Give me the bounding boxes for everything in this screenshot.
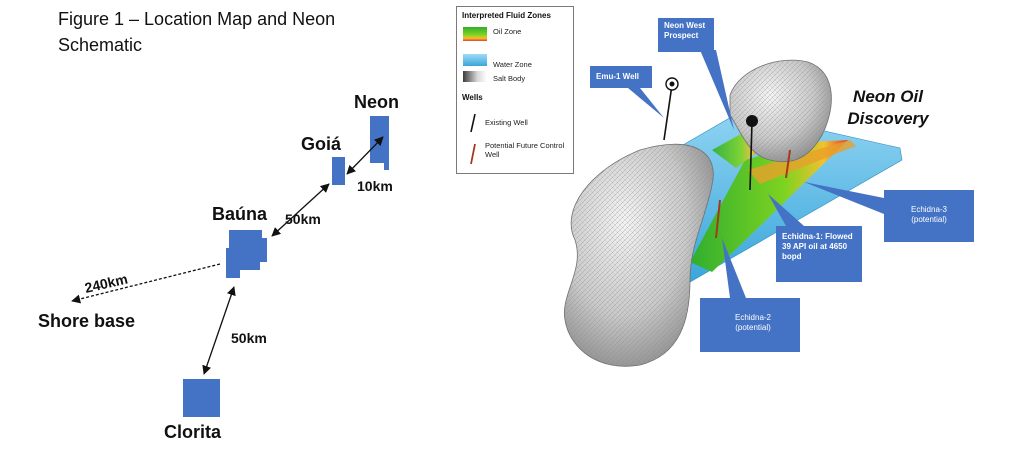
neon-block (370, 116, 389, 170)
emu-1-well-line (663, 84, 673, 141)
legend-oil-zone: Oil Zone (493, 27, 522, 36)
oil-zone-rim (748, 140, 856, 184)
bauna-block (226, 230, 267, 278)
legend-wells-title: Wells (462, 93, 483, 102)
neon-well-marker (746, 115, 758, 127)
distance-bauna-goia: 50km (285, 211, 321, 227)
echidna-1-pointer (768, 194, 804, 226)
future-well-icon (470, 143, 476, 165)
label-goia: Goiá (301, 134, 342, 154)
legend: Interpreted Fluid Zones Oil Zone Water Z… (456, 6, 574, 174)
neon-west-pointer (700, 50, 734, 130)
legend-salt-body: Salt Body (493, 74, 526, 83)
legend-future-well: Potential Future Control Well (485, 141, 565, 159)
clorita-block (183, 379, 220, 417)
goia-block (332, 157, 345, 185)
echidna-1-well-line (749, 121, 753, 191)
legend-existing-well: Existing Well (485, 118, 528, 127)
salt-body-main (563, 143, 714, 367)
distance-bauna-clorita: 50km (231, 330, 267, 346)
salt-body-swatch (463, 71, 487, 82)
location-map: Neon Goiá Baúna Clorita Shore base 10km … (38, 92, 399, 442)
callout-emu-1: Emu-1 Well (590, 66, 652, 88)
emu-1-well-marker (665, 77, 679, 91)
oil-zone-swatch (463, 27, 487, 41)
water-zone-swatch (463, 54, 487, 66)
salt-body-north (729, 59, 832, 163)
callout-echidna-1: Echidna-1: Flowed 39 API oil at 4650 bop… (776, 226, 862, 282)
echidna-2-pointer (722, 238, 746, 298)
arrow-bauna-goia (271, 183, 330, 237)
echidna-2-well-line (715, 199, 721, 239)
label-neon: Neon (354, 92, 399, 112)
legend-water-zone: Water Zone (493, 60, 532, 69)
figure-title: Figure 1 – Location Map and Neon Schemat… (58, 9, 336, 55)
label-shore-base: Shore base (38, 311, 135, 331)
arrow-bauna-shore (71, 263, 221, 304)
arrow-goia-neon (346, 136, 384, 175)
echidna-3-pointer (804, 182, 884, 214)
arrow-bauna-clorita (202, 286, 236, 375)
label-bauna: Baúna (212, 204, 268, 224)
distance-goia-neon: 10km (357, 178, 393, 194)
legend-fluid-title: Interpreted Fluid Zones (462, 11, 551, 20)
callout-echidna-3: Echidna-3 (potential) (884, 190, 974, 242)
echidna-3-well-line (785, 149, 791, 179)
emu-1-pointer (628, 88, 664, 118)
neon-oil-discovery-label: Neon Oil Discovery (847, 87, 929, 128)
callout-echidna-2: Echidna-2 (potential) (700, 298, 800, 352)
label-clorita: Clorita (164, 422, 222, 442)
west-oil-zone (712, 130, 760, 168)
callout-neon-west: Neon West Prospect (658, 18, 714, 52)
existing-well-icon (470, 113, 476, 133)
